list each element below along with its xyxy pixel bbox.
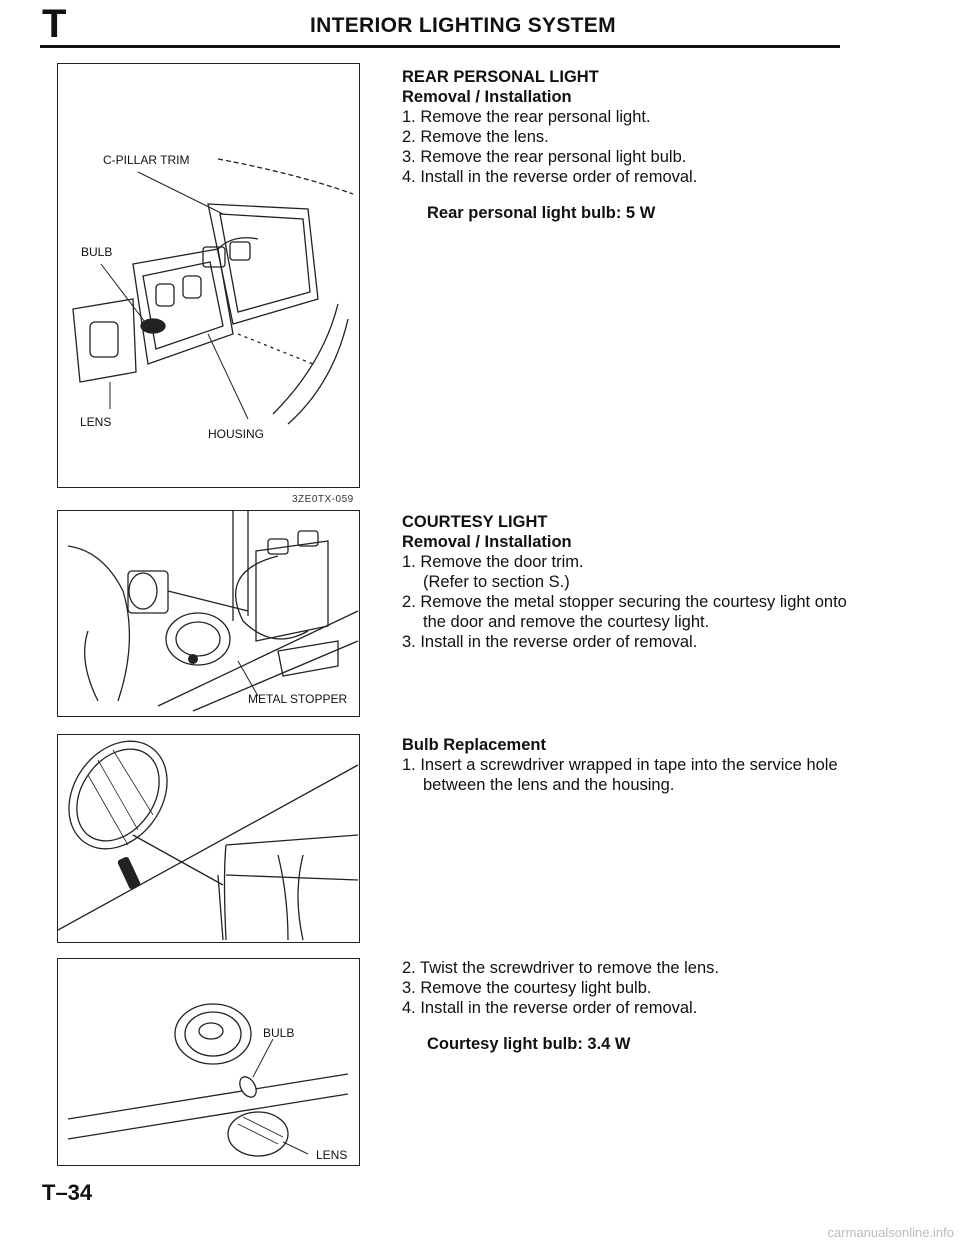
courtesy-light-section: COURTESY LIGHT Removal / Installation 1.… xyxy=(402,512,852,652)
rear-personal-light-section: REAR PERSONAL LIGHT Removal / Installati… xyxy=(402,67,852,223)
lens-removal-drawing xyxy=(58,740,359,941)
label-lens-2: LENS xyxy=(316,1148,347,1162)
lens-removal-illustration xyxy=(57,734,360,943)
spec-courtesy-bulb: Courtesy light bulb: 3.4 W xyxy=(427,1035,631,1053)
rear-light-illustration: C-PILLAR TRIM BULB LENS HOUSING xyxy=(57,63,360,488)
bulb-replacement-continued: 2. Twist the screwdriver to remove the l… xyxy=(402,958,852,1054)
step: 2. Remove the lens. xyxy=(402,128,549,146)
label-c-pillar-trim: C-PILLAR TRIM xyxy=(103,153,189,167)
figure-code: 3ZE0TX-059 xyxy=(292,494,354,505)
step: 4. Install in the reverse order of remov… xyxy=(402,999,698,1017)
courtesy-light-illustration: METAL STOPPER xyxy=(57,510,360,717)
step: 1. Insert a screwdriver wrapped in tape … xyxy=(402,756,838,794)
step: 2. Remove the metal stopper securing the… xyxy=(402,593,847,631)
page-title: INTERIOR LIGHTING SYSTEM xyxy=(310,14,616,37)
bulb-replacement-illustration: BULB LENS xyxy=(57,958,360,1166)
label-metal-stopper: METAL STOPPER xyxy=(248,692,347,706)
step: 3. Remove the rear personal light bulb. xyxy=(402,148,687,166)
section-subheading: Removal / Installation xyxy=(402,88,572,106)
step-note: (Refer to section S.) xyxy=(423,573,570,591)
label-bulb: BULB xyxy=(81,245,112,259)
bulb-replacement-section: Bulb Replacement 1. Insert a screwdriver… xyxy=(402,735,852,795)
rear-light-drawing: C-PILLAR TRIM BULB LENS HOUSING xyxy=(72,153,354,441)
section-heading: Bulb Replacement xyxy=(402,736,546,754)
page-number: T–34 xyxy=(42,1180,93,1205)
step: 4. Install in the reverse order of remov… xyxy=(402,168,698,186)
step: 1. Remove the door trim. xyxy=(402,553,584,571)
section-heading: REAR PERSONAL LIGHT xyxy=(402,68,599,86)
watermark: carmanualsonline.info xyxy=(827,1225,954,1240)
bulb-replacement-drawing: BULB LENS xyxy=(67,1003,349,1162)
section-subheading: Removal / Installation xyxy=(402,533,572,551)
spec-rear-bulb: Rear personal light bulb: 5 W xyxy=(427,204,656,222)
section-heading: COURTESY LIGHT xyxy=(402,513,548,531)
step: 1. Remove the rear personal light. xyxy=(402,108,651,126)
header-rule xyxy=(40,45,840,48)
section-letter: T xyxy=(42,2,67,46)
label-lens: LENS xyxy=(80,415,111,429)
label-housing: HOUSING xyxy=(208,427,264,441)
step: 3. Remove the courtesy light bulb. xyxy=(402,979,652,997)
courtesy-light-drawing: METAL STOPPER xyxy=(67,511,359,712)
step: 2. Twist the screwdriver to remove the l… xyxy=(402,959,719,977)
label-bulb-2: BULB xyxy=(263,1026,294,1040)
step: 3. Install in the reverse order of remov… xyxy=(402,633,698,651)
